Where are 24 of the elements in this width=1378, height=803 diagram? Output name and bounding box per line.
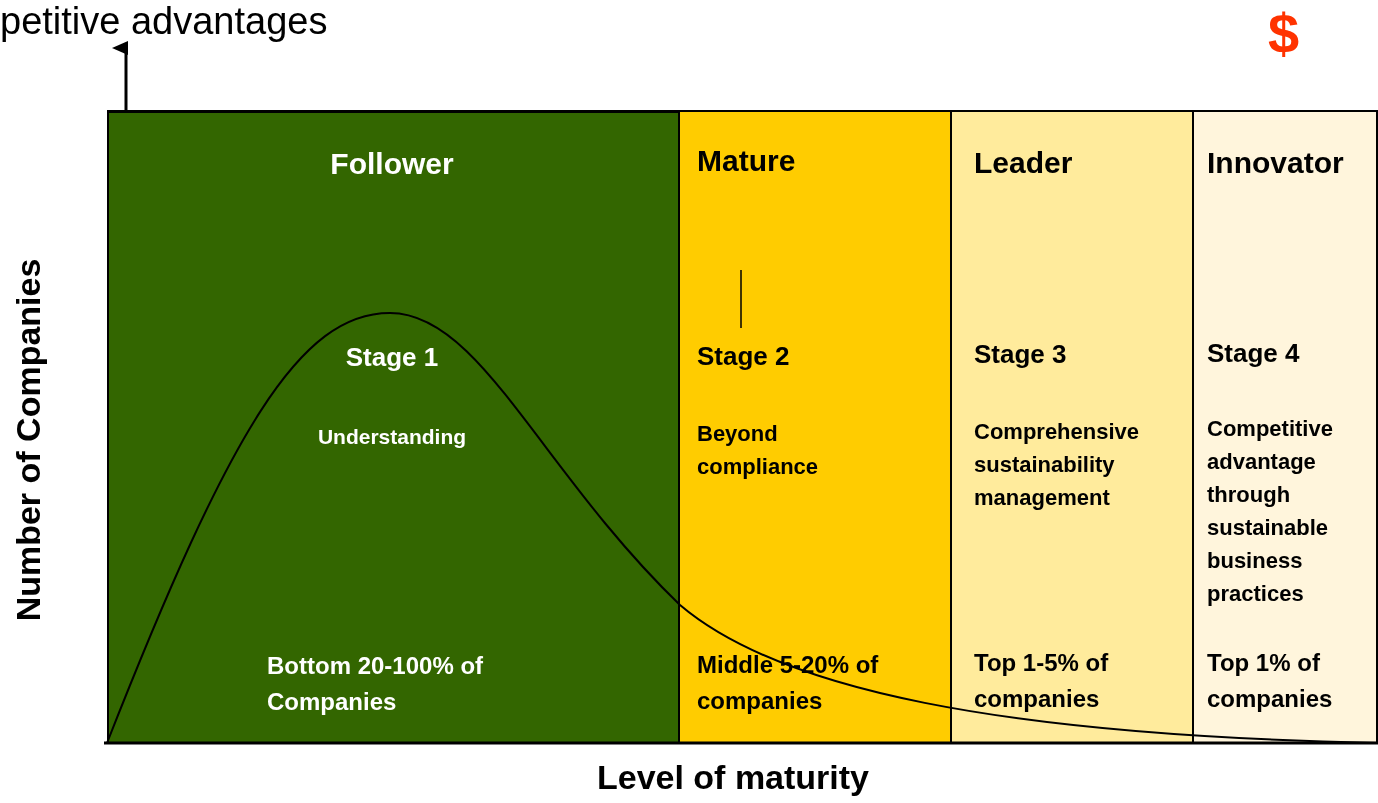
stage-number: Stage 2 bbox=[697, 340, 791, 373]
company-share: Top 1-5% of companies bbox=[974, 648, 1110, 714]
stage-description: Beyond compliance bbox=[697, 420, 820, 481]
company-share: Top 1% of companies bbox=[1207, 648, 1334, 714]
stage-heading: Follower bbox=[329, 146, 455, 182]
company-share: Middle 5-20% of companies bbox=[697, 650, 880, 716]
stage-description: Comprehensive sustainability management bbox=[974, 418, 1141, 512]
dollar-sign: $ bbox=[1268, 6, 1300, 62]
x-axis-title: Level of maturity bbox=[596, 760, 870, 794]
stage-description: Understanding bbox=[316, 424, 468, 450]
stage-heading: Innovator bbox=[1207, 145, 1345, 181]
stage-heading: Mature bbox=[697, 143, 797, 179]
company-share: Bottom 20-100% of Companies bbox=[267, 651, 485, 717]
stage-number: Stage 4 bbox=[1207, 337, 1301, 370]
stage-band bbox=[952, 110, 1194, 743]
stage-band bbox=[107, 110, 680, 743]
stage-band bbox=[680, 110, 952, 743]
axis-title: petitive advantages bbox=[0, 2, 328, 40]
stage-band bbox=[1194, 110, 1378, 743]
y-axis-title: Number of Companies bbox=[11, 258, 45, 622]
stage-number: Stage 1 bbox=[344, 341, 440, 374]
stage-number: Stage 3 bbox=[974, 338, 1068, 371]
stage-description: Competitive advantage through sustainable business practices bbox=[1207, 415, 1334, 608]
stage-heading: Leader bbox=[974, 145, 1074, 181]
